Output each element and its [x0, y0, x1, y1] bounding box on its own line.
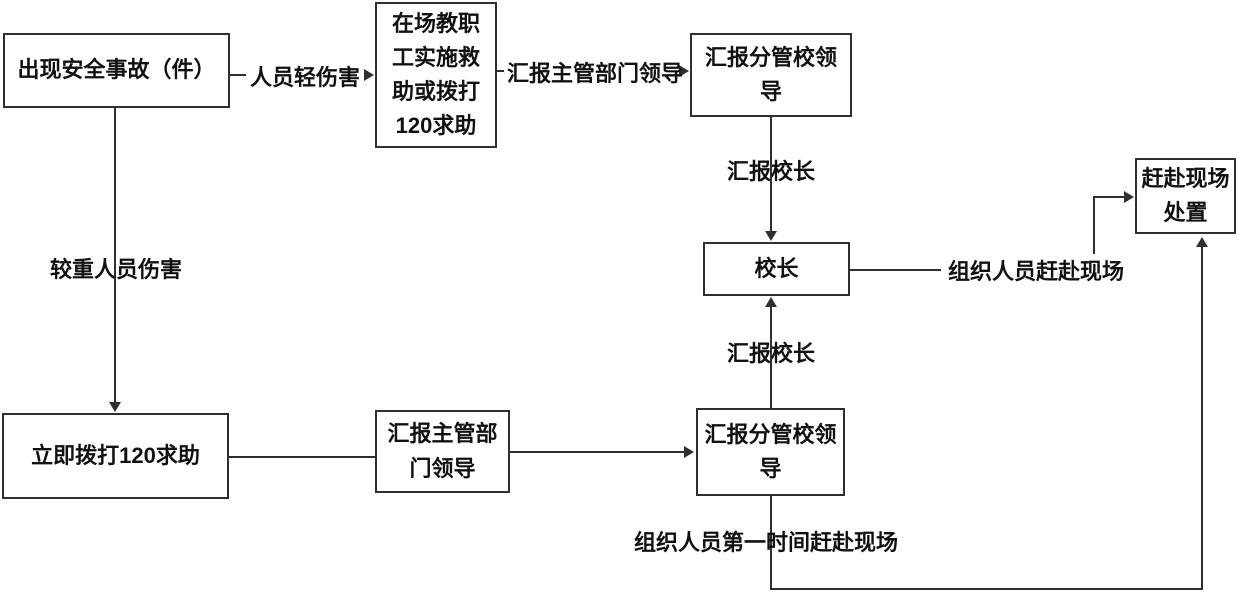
- node-report-vice-principal-top: 汇报分管校领导: [690, 33, 852, 117]
- edge-label-serious-injury: 较重人员伤害: [49, 257, 183, 282]
- node-report-dept-leader: 汇报主管部门领导: [375, 410, 510, 493]
- connector-bottom-horizontal: [770, 588, 1203, 590]
- node-go-to-scene: 赶赴现场处置: [1135, 158, 1236, 234]
- connector-right-vertical-up: [1201, 247, 1203, 590]
- node-report-vice-principal-bottom: 汇报分管校领导: [696, 408, 845, 496]
- node-principal: 校长: [703, 242, 850, 296]
- arrowhead-into-principal-bottom: [765, 297, 777, 307]
- edge-label-organize-rush: 组织人员赶赴现场: [947, 259, 1125, 284]
- edge-label-minor-injury: 人员轻伤害: [249, 65, 361, 90]
- arrowhead-into-onsite-aid: [364, 69, 374, 81]
- arrowhead-into-go-to-scene-left: [1124, 191, 1134, 203]
- connector-vice-principal-bottom-to-principal: [770, 307, 772, 408]
- edge-label-report-principal-bottom: 汇报校长: [726, 341, 816, 366]
- connector-vice-principal-bottom-down: [770, 496, 772, 590]
- connector-rush-elbow-vertical: [1093, 197, 1095, 254]
- connector-call120-to-dept-leader: [229, 456, 375, 458]
- edge-label-report-principal-top: 汇报校长: [726, 159, 816, 184]
- connector-incident-to-call120: [114, 108, 116, 404]
- connector-dept-leader-to-vice-principal-bottom: [510, 451, 684, 453]
- node-onsite-aid: 在场教职工实施救助或拨打120求助: [375, 2, 497, 148]
- edge-label-organize-rush-first-time: 组织人员第一时间赶赴现场: [633, 530, 899, 555]
- arrowhead-into-call120: [109, 402, 121, 412]
- connector-rush-elbow-horizontal: [1093, 196, 1124, 198]
- edge-label-report-dept-leader-top: 汇报主管部门领导: [506, 61, 684, 86]
- connector-vice-principal-to-principal: [770, 117, 772, 232]
- arrowhead-into-vice-principal-bottom: [684, 446, 694, 458]
- connector-principal-to-rush-label: [850, 269, 941, 271]
- arrowhead-into-go-to-scene-bottom: [1196, 237, 1208, 247]
- node-incident: 出现安全事故（件）: [3, 33, 230, 108]
- connector-onsite-aid-to-vice-principal: [496, 70, 504, 72]
- arrowhead-into-vice-principal-top: [679, 65, 689, 77]
- node-call-120: 立即拨打120求助: [2, 413, 229, 499]
- connector-incident-to-onsite-aid: [230, 74, 246, 76]
- arrowhead-into-principal-top: [765, 231, 777, 241]
